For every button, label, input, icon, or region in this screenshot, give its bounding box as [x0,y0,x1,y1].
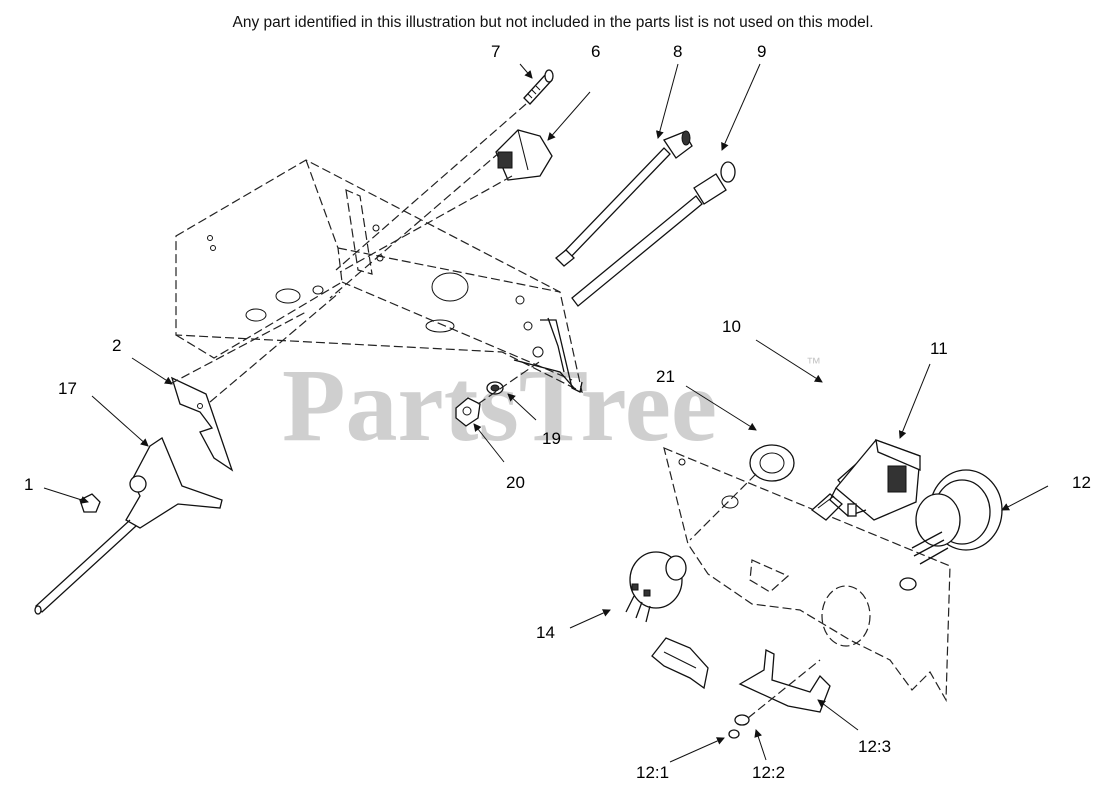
watermark-text: PartsTree [282,348,717,463]
callout-6: 6 [591,42,601,61]
bracket-part-2 [170,376,234,472]
watermark-tm: ™ [806,355,821,372]
washers-part-12 [728,714,750,739]
callout-19: 19 [542,429,561,448]
callout-2: 2 [112,336,122,355]
hour-meter-part-11 [829,439,921,521]
right-panel [663,446,951,703]
callout-21: 21 [656,367,675,386]
callout-7: 7 [491,42,501,61]
clip-part [651,637,709,690]
screw-part-7 [523,69,554,105]
callout-17: 17 [58,379,77,398]
watermark: PartsTree ™ [282,348,821,463]
cable-part-9 [571,161,736,307]
switch-part-14 [625,551,687,623]
nut-part-21 [749,444,795,482]
callout-8: 8 [673,42,683,61]
nut-part-1 [79,493,101,513]
washer-part-19 [486,381,504,395]
gauge-part-12 [899,469,1003,591]
callout-12-1: 12:1 [636,763,670,782]
lever-part-17 [34,437,223,615]
callout-12: 12 [1072,473,1091,492]
leader-lines [43,63,1049,763]
bracket-part-12-3 [738,648,831,713]
callout-1: 1 [24,475,34,494]
parts-list-note: Any part identified in this illustration… [232,14,874,31]
callout-9: 9 [757,42,767,61]
callout-10: 10 [722,317,741,336]
callout-14: 14 [536,623,555,642]
nut-part-20 [455,397,481,427]
cable-part-8 [555,130,693,267]
callout-20: 20 [506,473,525,492]
callout-12-2: 12:2 [752,763,786,782]
callout-11: 11 [930,339,948,358]
knob-part-6 [495,129,553,181]
callout-12-3: 12:3 [858,737,892,756]
